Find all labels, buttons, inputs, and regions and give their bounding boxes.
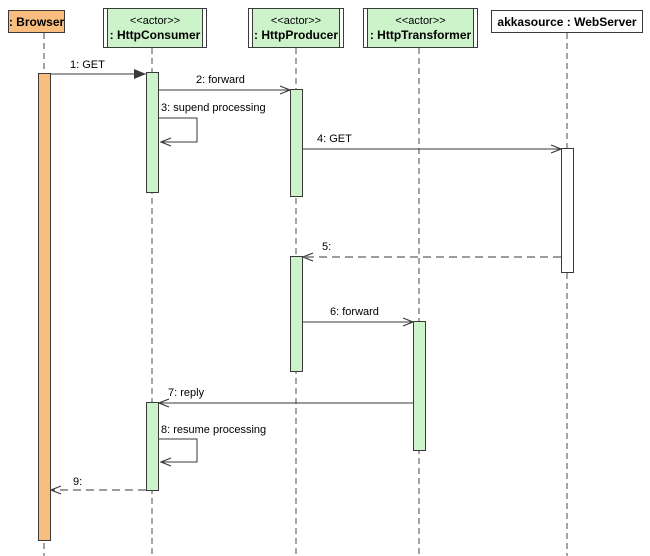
message-line-3-self-suspend <box>159 117 198 142</box>
actor-box-inner: <<actor>> : HttpProducer <box>252 9 340 47</box>
activation-producer-2 <box>290 256 303 372</box>
message-label-7: 7: reply <box>168 387 205 399</box>
lifeline-head-webserver: akkasource : WebServer <box>491 10 643 33</box>
actor-stereotype: <<actor>> <box>129 14 181 27</box>
actor-name: : HttpTransformer <box>369 27 472 42</box>
activation-consumer-1 <box>146 72 159 193</box>
activation-transformer <box>413 321 426 451</box>
message-label-5: 5: <box>322 241 332 253</box>
actor-stereotype: <<actor>> <box>395 14 446 27</box>
activation-producer-1 <box>290 89 303 197</box>
lifeline-head-browser: : Browser <box>8 10 65 33</box>
message-label-3: 3: supend processing <box>161 102 266 114</box>
actor-name: : Browser <box>8 14 65 29</box>
actor-name: akkasource : WebServer <box>497 14 637 29</box>
actor-stereotype: <<actor>> <box>270 14 322 27</box>
actor-name: : HttpProducer <box>254 27 338 42</box>
activation-webserver <box>561 148 574 273</box>
activation-browser <box>38 73 51 541</box>
actor-box-inner: <<actor>> : HttpConsumer <box>107 9 203 47</box>
lifeline-head-httptransformer: <<actor>> : HttpTransformer <box>363 8 478 48</box>
message-label-6: 6: forward <box>330 306 379 318</box>
message-line-8-self-resume <box>159 438 198 462</box>
actor-name: : HttpConsumer <box>109 27 201 42</box>
lifeline-head-httpconsumer: <<actor>> : HttpConsumer <box>103 8 207 48</box>
message-label-8: 8: resume processing <box>161 424 267 436</box>
lifeline-head-httpproducer: <<actor>> : HttpProducer <box>248 8 344 48</box>
activation-consumer-2 <box>146 402 159 491</box>
message-label-2: 2: forward <box>196 74 245 86</box>
message-label-9: 9: <box>73 476 83 488</box>
message-label-4: 4: GET <box>317 133 352 145</box>
actor-box-inner: <<actor>> : HttpTransformer <box>367 9 474 47</box>
message-label-1: 1: GET <box>70 59 105 71</box>
